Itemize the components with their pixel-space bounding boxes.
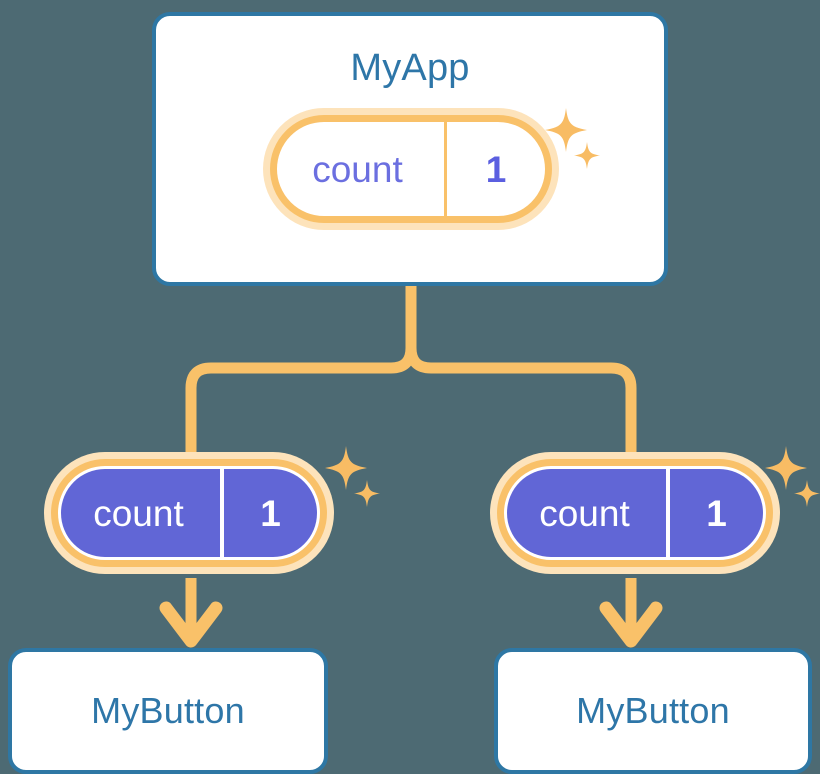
state-pill-inner: count 1 xyxy=(507,469,763,557)
state-key-label: count xyxy=(507,469,670,557)
branch-connector xyxy=(185,280,637,458)
state-pill-child-right[interactable]: count 1 xyxy=(490,452,780,574)
state-pill-body: count 1 xyxy=(497,459,773,567)
state-value-label: 1 xyxy=(706,492,727,534)
component-box-mybutton-left[interactable]: MyButton xyxy=(8,648,328,774)
state-key-label: count xyxy=(61,469,224,557)
state-pill-child-left[interactable]: count 1 xyxy=(44,452,334,574)
state-key-label: count xyxy=(277,122,447,216)
arrow-down-icon xyxy=(599,578,663,648)
state-pill-body: count 1 xyxy=(51,459,327,567)
state-pill-inner: count 1 xyxy=(61,469,317,557)
component-label: MyButton xyxy=(91,690,245,731)
state-value-label: 1 xyxy=(485,148,507,190)
state-value-label: 1 xyxy=(260,492,281,534)
arrow-down-icon xyxy=(159,578,223,648)
component-label: MyButton xyxy=(576,690,730,731)
page-title: MyApp xyxy=(350,47,470,89)
component-box-mybutton-right[interactable]: MyButton xyxy=(494,648,812,774)
state-pill-body: count 1 xyxy=(270,115,552,223)
state-pill-root[interactable]: count 1 xyxy=(263,108,559,230)
